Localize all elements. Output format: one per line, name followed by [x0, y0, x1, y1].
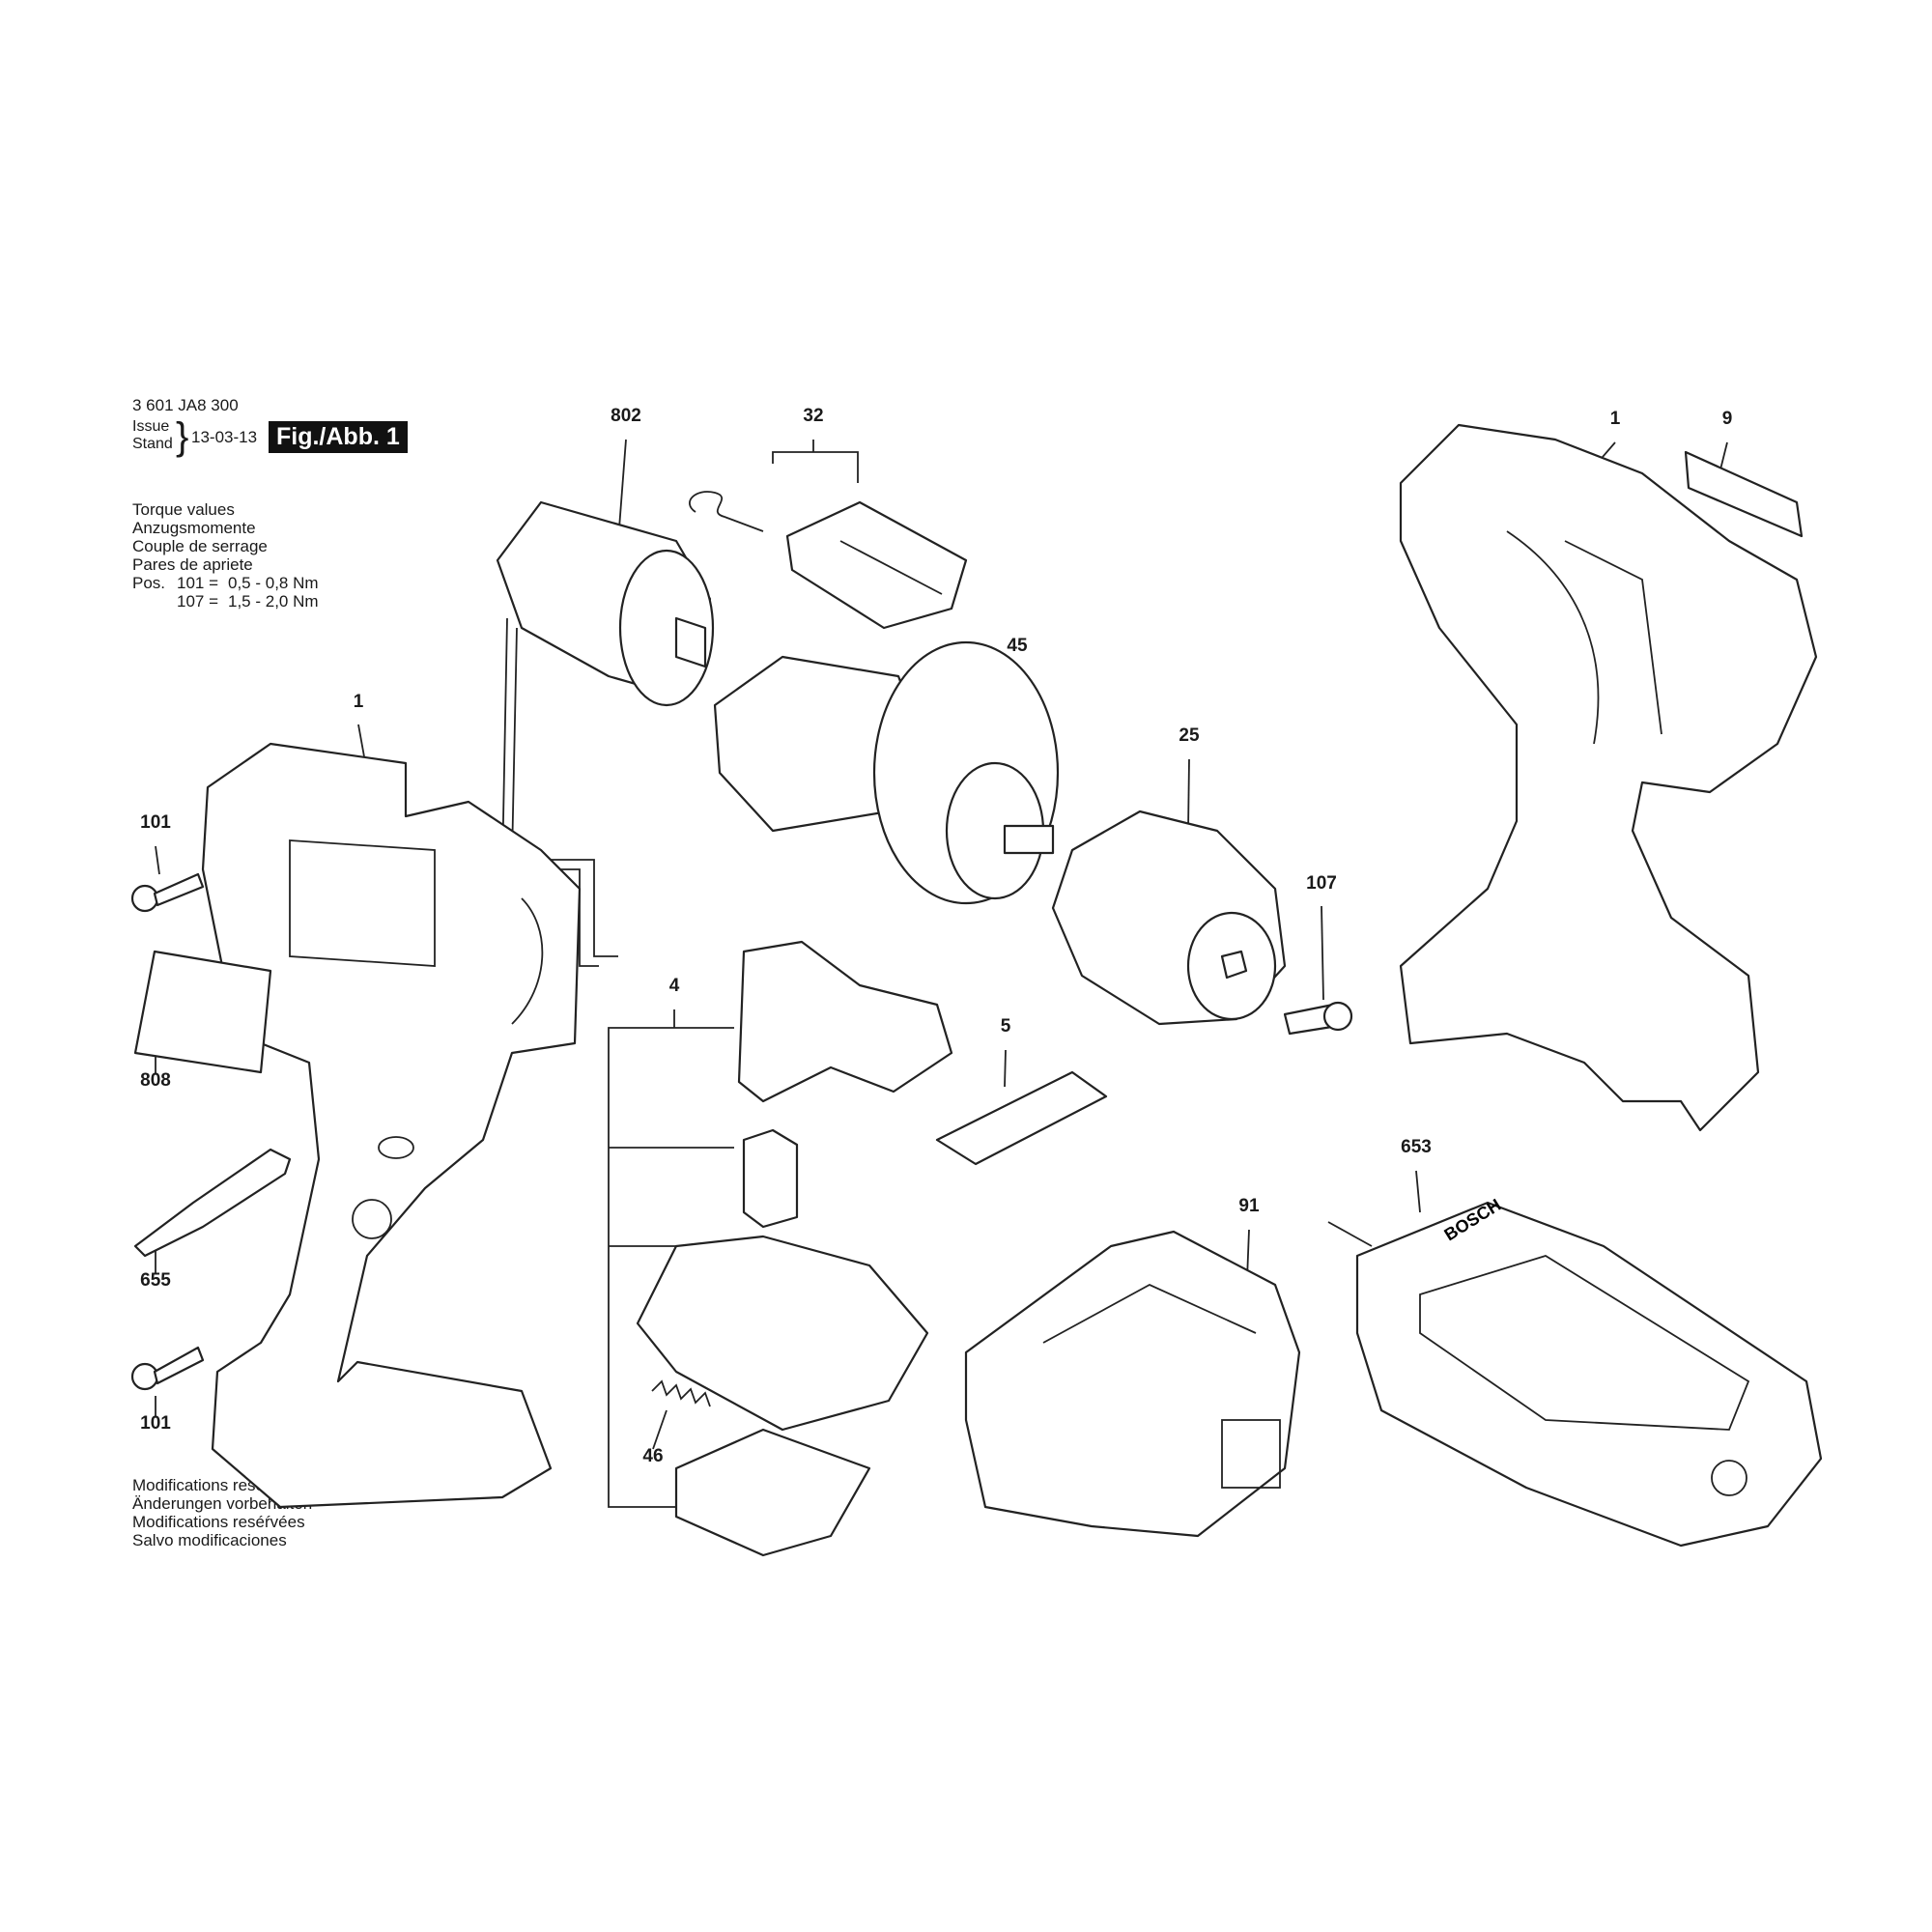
torque-pos-label: Pos. [132, 574, 166, 592]
spring-46 [651, 1379, 711, 1407]
nameplate-9 [1684, 450, 1804, 538]
torque-pos-107: 107 = [177, 592, 219, 611]
torque-title-fr: Couple de serrage [132, 537, 268, 555]
part-label-1-right: 1 [1609, 409, 1621, 429]
part-label-1-left: 1 [353, 692, 364, 712]
screw-107 [1283, 1001, 1353, 1036]
motor-802 [496, 500, 715, 967]
part-label-45: 45 [1007, 636, 1028, 656]
part-label-46: 46 [642, 1446, 664, 1466]
part-label-91: 91 [1238, 1196, 1260, 1216]
switch-4 [636, 940, 953, 1557]
part-label-653: 653 [1401, 1137, 1432, 1157]
housing-left-1 [201, 742, 582, 1509]
part-label-107: 107 [1306, 873, 1337, 894]
slider-5 [935, 1070, 1108, 1166]
part-label-101-bottom: 101 [140, 1413, 171, 1434]
torque-value-107: 1,5 - 2,0 Nm [228, 592, 319, 611]
stand-label: Stand [132, 436, 173, 452]
issue-date: 13-03-13 [191, 428, 258, 446]
part-number: 3 601 JA8 300 [132, 396, 239, 414]
part-label-9: 9 [1721, 409, 1733, 429]
footer-fr: Modifications reséŕvées [132, 1513, 305, 1531]
torque-title-es: Pares de apriete [132, 555, 253, 574]
issue-label: Issue [132, 418, 170, 435]
torque-title-en: Torque values [132, 500, 235, 519]
part-label-808: 808 [140, 1070, 171, 1091]
part-label-802: 802 [611, 406, 641, 426]
part-label-4: 4 [668, 976, 680, 996]
housing-right-1 [1399, 423, 1818, 1132]
torque-value-101: 0,5 - 0,8 Nm [228, 574, 319, 592]
chuck-25 [1051, 810, 1287, 1026]
screw-101-bottom [130, 1346, 205, 1391]
footer-es: Salvo modificaciones [132, 1531, 287, 1549]
battery-91 [964, 1230, 1301, 1538]
part-label-5: 5 [1000, 1016, 1011, 1037]
part-label-32: 32 [803, 406, 824, 426]
screw-101-top [130, 872, 205, 913]
brace: } [176, 415, 189, 458]
switch-slider-32 [689, 491, 968, 630]
part-label-655: 655 [140, 1270, 171, 1291]
figure-badge: Fig./Abb. 1 [269, 421, 408, 453]
bit-655 [133, 1148, 292, 1258]
part-label-101-top: 101 [140, 812, 171, 833]
footer-de: Änderungen vorbehalten [132, 1494, 313, 1513]
gearbox-45 [713, 640, 1060, 905]
charger-653: BOSCH [1327, 1195, 1823, 1548]
label-808 [133, 950, 272, 1074]
torque-title-de: Anzugsmomente [132, 519, 256, 537]
torque-pos-101: 101 = [177, 574, 219, 592]
part-label-25: 25 [1179, 725, 1200, 746]
